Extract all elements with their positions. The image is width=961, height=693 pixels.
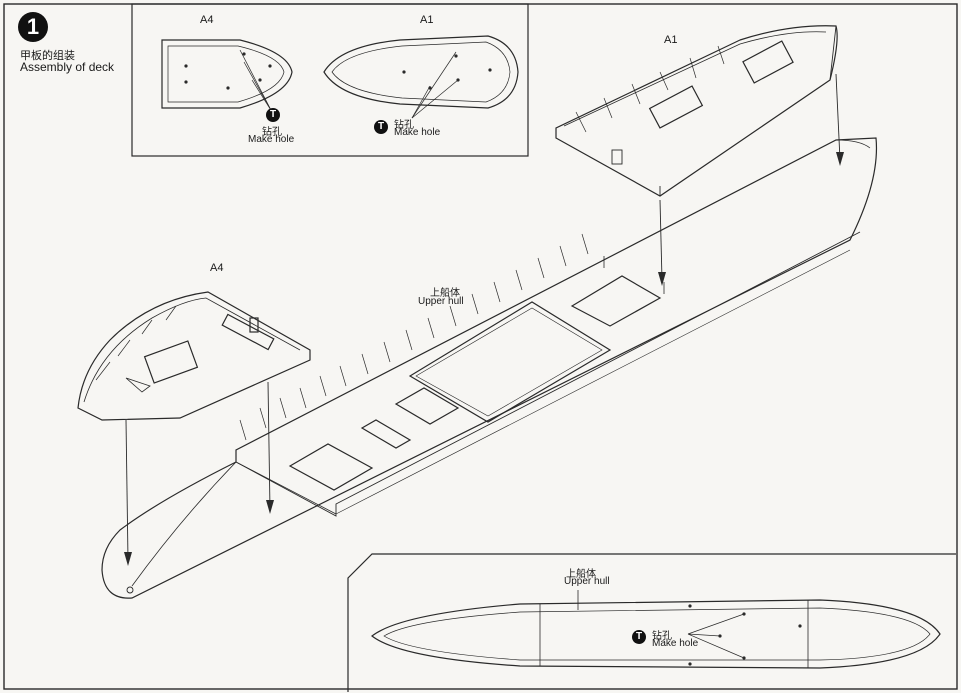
upper-hull-label-en: Upper hull xyxy=(418,296,464,307)
hole-label-cn-a1: 钻孔 xyxy=(394,120,414,131)
hole-label-en-hull: Make hole xyxy=(652,638,699,649)
upper-hull-label-cn: 上船体 xyxy=(430,288,460,299)
detail-a1-label: A1 xyxy=(420,14,434,26)
upper-hull xyxy=(101,137,878,599)
bottom-hull-label-cn: 上船体 xyxy=(566,569,596,580)
hole-label-en-a4: Make hole xyxy=(248,134,295,145)
assembly-arrows xyxy=(125,73,841,561)
bottom-hull-label-en: Upper hull xyxy=(564,576,610,587)
detail-a1-deck xyxy=(323,35,519,119)
part-a4-label: A4 xyxy=(210,262,224,274)
hole-label-en-a1: Make hole xyxy=(394,127,441,138)
part-a1-label: A1 xyxy=(664,34,678,46)
drill-icon-hull: T xyxy=(632,630,646,644)
detail-a4-deck xyxy=(161,39,293,113)
part-a4-deck xyxy=(77,291,311,421)
detail-box-top xyxy=(131,3,529,157)
hole-label-cn-a4: 钻孔 xyxy=(262,127,282,138)
sheet-frame xyxy=(3,3,958,690)
part-a1-deck xyxy=(555,25,838,197)
hole-label-cn-hull: 钻孔 xyxy=(652,631,672,642)
detail-box-bottom xyxy=(347,553,956,692)
drill-icon-a4: T xyxy=(266,108,280,122)
hole-markers xyxy=(184,52,802,666)
detail-upper-hull-top xyxy=(371,590,941,669)
detail-a4-label: A4 xyxy=(200,14,214,26)
step-title-cn: 甲板的组装 xyxy=(20,50,75,62)
step-title-en: Assembly of deck xyxy=(20,60,115,74)
drill-icon-a1: T xyxy=(374,120,388,134)
step-number-badge: 1 xyxy=(18,12,48,42)
